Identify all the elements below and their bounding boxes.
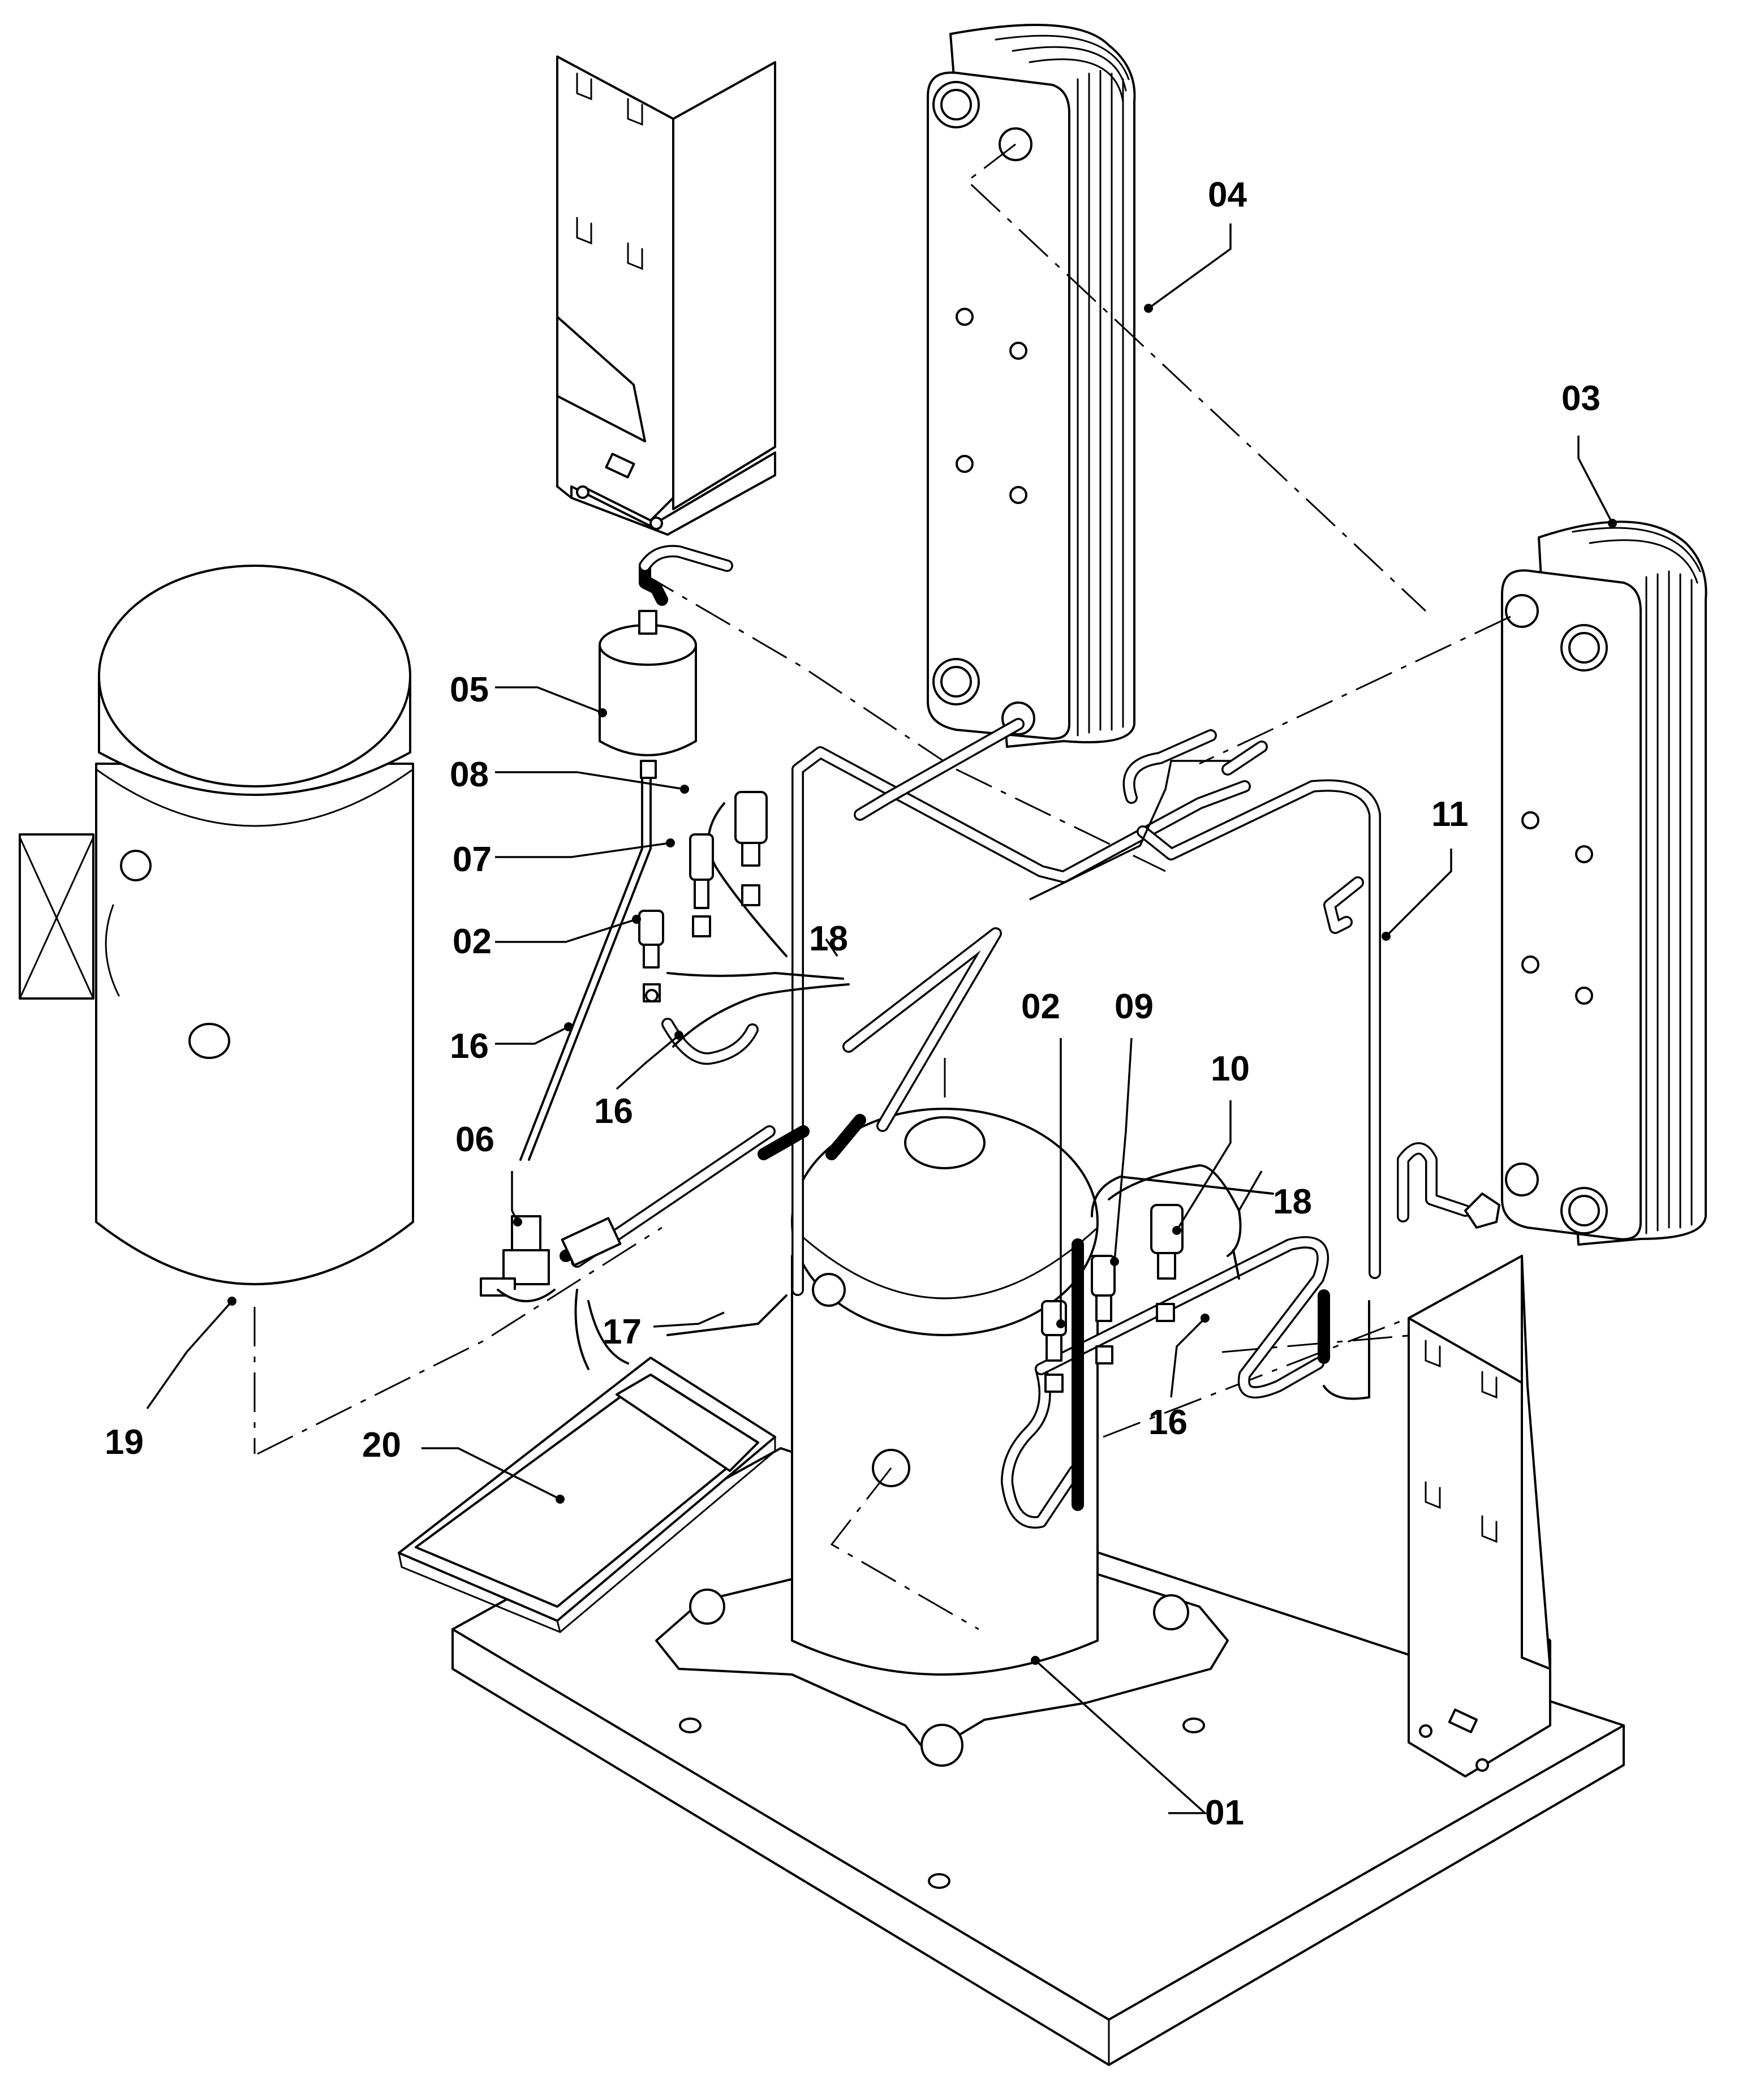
label-16-left: 16 (450, 1027, 489, 1066)
label-18-right: 18 (1273, 1182, 1312, 1221)
part-labels: 01 02 02 03 04 05 06 07 08 09 10 11 16 1… (105, 175, 1600, 1832)
label-06: 06 (455, 1120, 494, 1159)
label-20: 20 (362, 1426, 401, 1465)
drip-tray (398, 1357, 776, 1633)
label-09: 09 (1115, 987, 1154, 1026)
label-10: 10 (1211, 1049, 1250, 1088)
label-07: 07 (453, 840, 492, 879)
label-18-left: 18 (809, 919, 848, 958)
label-08: 08 (450, 755, 489, 794)
label-05: 05 (450, 670, 489, 709)
label-11: 11 (1431, 795, 1469, 834)
check-valve (1464, 1193, 1500, 1229)
liquid-receiver (19, 565, 414, 1454)
mounting-bracket-lower (1408, 1255, 1551, 1777)
expansion-valve (480, 1215, 622, 1302)
label-17: 17 (603, 1312, 642, 1351)
label-02-left: 02 (453, 922, 492, 961)
pressure-switches-right (1041, 1204, 1184, 1393)
pressure-switches-left (638, 791, 768, 1002)
mounting-bracket-upper (556, 55, 776, 536)
plate-heat-exchanger-upper (927, 24, 1427, 748)
label-02-right: 02 (1021, 987, 1060, 1026)
leader-lines (146, 223, 1617, 1814)
label-16-right: 16 (1148, 1403, 1188, 1442)
label-16-middle: 16 (594, 1092, 633, 1131)
refrigerant-piping (519, 545, 1472, 1529)
filter-drier (599, 610, 697, 779)
assembly-lines (257, 570, 1511, 1455)
label-01: 01 (1205, 1793, 1244, 1832)
label-04: 04 (1208, 175, 1247, 214)
compressor (655, 1052, 1229, 1767)
label-19: 19 (105, 1423, 144, 1462)
label-03: 03 (1561, 379, 1600, 418)
plate-heat-exchanger-right (1501, 520, 1707, 1246)
